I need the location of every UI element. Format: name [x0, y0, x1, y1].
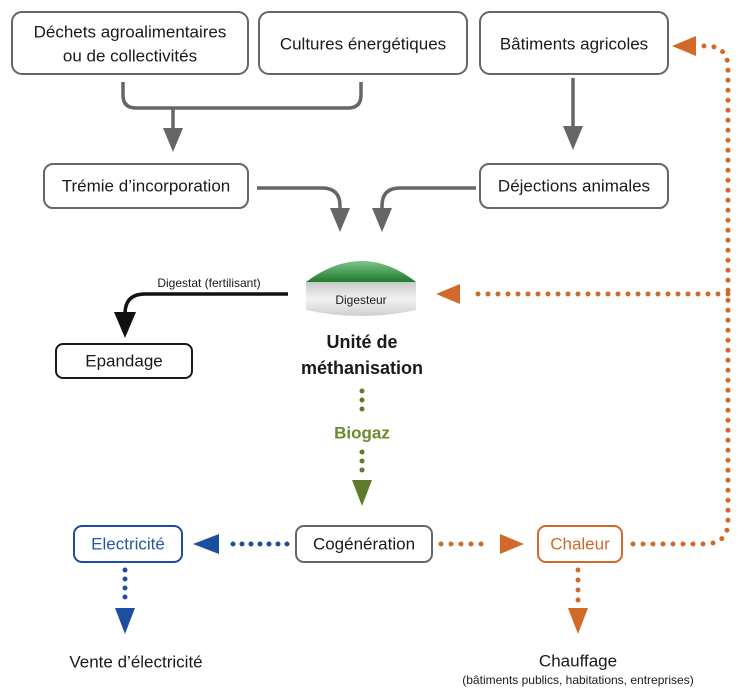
node-dejections-box: [479, 163, 669, 209]
node-dejections-label: Déjections animales: [498, 176, 650, 195]
arrowhead-to-dejections: [563, 126, 583, 150]
node-cultures: Cultures énergétiques: [258, 11, 468, 75]
flow-dechets-cultures-merge: [121, 82, 363, 110]
node-tremie-box: [43, 163, 249, 209]
arrowhead-to-epandage: [114, 312, 136, 338]
unite-label-1: Unité de: [326, 332, 397, 352]
node-tremie: Trémie d’incorporation: [43, 163, 249, 209]
input-flows: [121, 78, 583, 232]
digestat-flow: Digestat (fertilisant): [114, 276, 288, 338]
electricity-sale-flow: [115, 567, 135, 634]
digester-dome: [306, 261, 416, 282]
node-chaleur-box: [537, 525, 623, 563]
node-cultures-label: Cultures énergétiques: [280, 34, 446, 53]
heat-return-dots: [630, 43, 731, 547]
node-chaleur: Chaleur: [537, 525, 623, 563]
digester-icon: Digesteur: [306, 261, 416, 316]
electricity-flow: [193, 534, 290, 554]
node-electricite-label: Electricité: [91, 534, 165, 553]
node-batiments-box: [479, 11, 669, 75]
arrowhead-to-batiments: [672, 36, 696, 56]
arrowhead-dejections-digester: [372, 208, 392, 232]
flow-tremie-to-digester: [257, 186, 342, 210]
node-tremie-label: Trémie d’incorporation: [62, 176, 231, 195]
digestat-label: Digestat (fertilisant): [157, 276, 260, 290]
node-dechets-box: [11, 11, 249, 75]
digester-base: [306, 282, 416, 316]
heat-flow: [438, 534, 524, 554]
node-cogeneration-box: [295, 525, 433, 563]
arrowhead-to-digester: [436, 284, 460, 304]
arrowhead-to-chaleur: [500, 534, 524, 554]
heat-return-loop: [436, 36, 731, 547]
node-cultures-box: [258, 11, 468, 75]
node-batiments: Bâtiments agricoles: [479, 11, 669, 75]
chauffage-label: Chauffage: [539, 651, 617, 670]
node-cogeneration: Cogénération: [295, 525, 433, 563]
node-dechets: Déchets agroalimentaires ou de collectiv…: [11, 11, 249, 75]
arrowhead-to-vente: [115, 608, 135, 634]
node-epandage-label: Epandage: [85, 351, 163, 370]
unite-label-2: méthanisation: [301, 358, 423, 378]
node-electricite: Electricité: [73, 525, 183, 563]
node-dejections: Déjections animales: [479, 163, 669, 209]
node-electricite-box: [73, 525, 183, 563]
digester-label: Digesteur: [335, 293, 386, 307]
node-batiments-label: Bâtiments agricoles: [500, 34, 648, 53]
arrowhead-to-tremie: [163, 128, 183, 152]
node-epandage-box: [55, 343, 193, 379]
node-dechets-label-2: ou de collectivités: [63, 46, 197, 65]
arrowhead-tremie-digester: [330, 208, 350, 232]
arrowhead-to-cogeneration: [352, 480, 372, 506]
heating-flow: [568, 567, 588, 634]
flow-digester-to-epandage: [123, 292, 288, 316]
node-cogeneration-label: Cogénération: [313, 534, 415, 553]
arrowhead-to-electricite: [193, 534, 219, 554]
biogaz-flow: Biogaz: [334, 388, 390, 506]
node-epandage: Epandage: [55, 343, 193, 379]
node-dechets-label-1: Déchets agroalimentaires: [34, 22, 227, 41]
biogaz-label: Biogaz: [334, 423, 390, 442]
vente-label: Vente d’électricité: [69, 652, 202, 671]
arrowhead-to-chauffage: [568, 608, 588, 634]
node-chaleur-label: Chaleur: [550, 534, 610, 553]
chauffage-detail: (bâtiments publics, habitations, entrepr…: [462, 673, 693, 687]
flow-dejections-to-digester: [380, 186, 476, 210]
